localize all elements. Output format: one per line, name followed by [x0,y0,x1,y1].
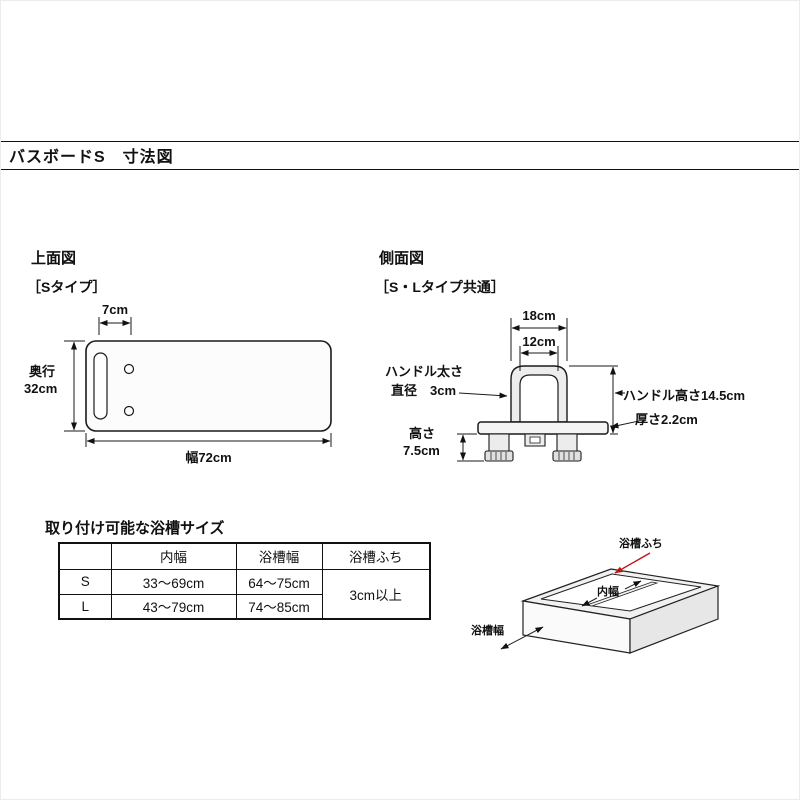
top-view-title: 上面図 [31,250,77,267]
dim-depth-lines [64,341,85,431]
handle-inner [520,375,558,422]
side-view-title: 側面図 [379,250,425,267]
top-view-figure [64,317,331,447]
dim-height-value: 7.5cm [403,443,440,458]
table-row-l: L 43〜79cm 74〜85cm [58,593,430,620]
cell-type-s: S [58,568,112,595]
top-view-subtitle: ［Sタイプ］ [27,279,107,295]
header-rule-top [1,141,799,142]
table-row-s: S 33〜69cm 64〜75cm 3cm以上 [58,568,431,620]
dim-handle-dia-line1: ハンドル太さ [385,364,464,379]
dim-outer-width: 18cm [522,308,556,323]
cell-tub-width-l: 74〜85cm [235,593,323,620]
bathtub-figure [500,553,718,653]
cell-rim-requirement: 3cm以上 [321,568,431,620]
col-header-type [58,542,112,570]
dim-thickness: 厚さ2.2cm [635,412,698,427]
tub-rim-label: 浴槽ふち [619,538,663,550]
dim-12cm-lines [520,346,558,371]
left-foot [485,451,513,461]
dim-slot-pitch: 7cm [101,302,129,317]
col-header-tub-width: 浴槽幅 [235,542,323,570]
left-foot-hatch [491,452,506,460]
tub-right-face [630,586,718,653]
cell-inner-width-s: 33〜69cm [110,568,237,595]
rim-pointer-arrow [614,553,650,573]
board-hole-top [125,365,134,374]
table-header-row: 内幅 浴槽幅 浴槽ふち [58,542,431,570]
dim-7cm-lines [99,317,131,335]
thickness-leader [610,421,639,429]
tub-partition [587,582,657,606]
dim-18cm-lines [511,318,567,361]
tub-size-table: 内幅 浴槽幅 浴槽ふち S 33〜69cm 64〜75cm 3cm以上 L 43… [58,542,431,620]
col-header-inner-width: 内幅 [110,542,237,570]
side-view-subtitle: ［S・Lタイプ共通］ [375,279,505,295]
board-cross-section [478,422,608,434]
cell-inner-width-l: 43〜79cm [110,593,237,620]
dim-width-lines [86,433,331,447]
right-leg [557,434,577,451]
cell-tub-width-s: 64〜75cm [235,568,323,595]
size-table-title: 取り付け可能な浴槽サイズ [45,520,225,537]
dim-depth-label: 奥行 [29,364,56,379]
center-clamp-knob [530,437,540,443]
tub-width-label: 浴槽幅 [471,625,504,637]
dim-depth-value: 32cm [24,381,58,396]
tub-width-arrow [500,627,544,649]
cell-type-l: L [58,593,112,620]
inner-width-arrows [581,581,642,606]
left-leg [489,434,509,451]
dim-inner-width: 12cm [522,334,556,349]
board-handle-slot [94,353,107,419]
tub-inner-rim [541,574,701,611]
right-foot-hatch [559,452,574,460]
dim-height-lines [457,434,484,461]
dim-handle-height: ハンドル高さ14.5cm [623,388,746,403]
page-title: バスボードS 寸法図 [9,149,174,166]
dim-height-label: 高さ [409,426,436,441]
dim-handle-dia-line2: 直径 3cm [391,383,457,398]
dim-board-width: 幅72cm [185,450,232,465]
side-view-figure [457,318,639,461]
right-foot [553,451,581,461]
tub-inner-width-label: 内幅 [597,586,619,598]
handle-dia-leader [459,393,508,399]
header-rule-bottom [1,169,799,170]
col-header-rim: 浴槽ふち [321,542,431,570]
board-hole-bottom [125,407,134,416]
dim-handle-height-lines [569,366,625,434]
board-outline [86,341,331,431]
